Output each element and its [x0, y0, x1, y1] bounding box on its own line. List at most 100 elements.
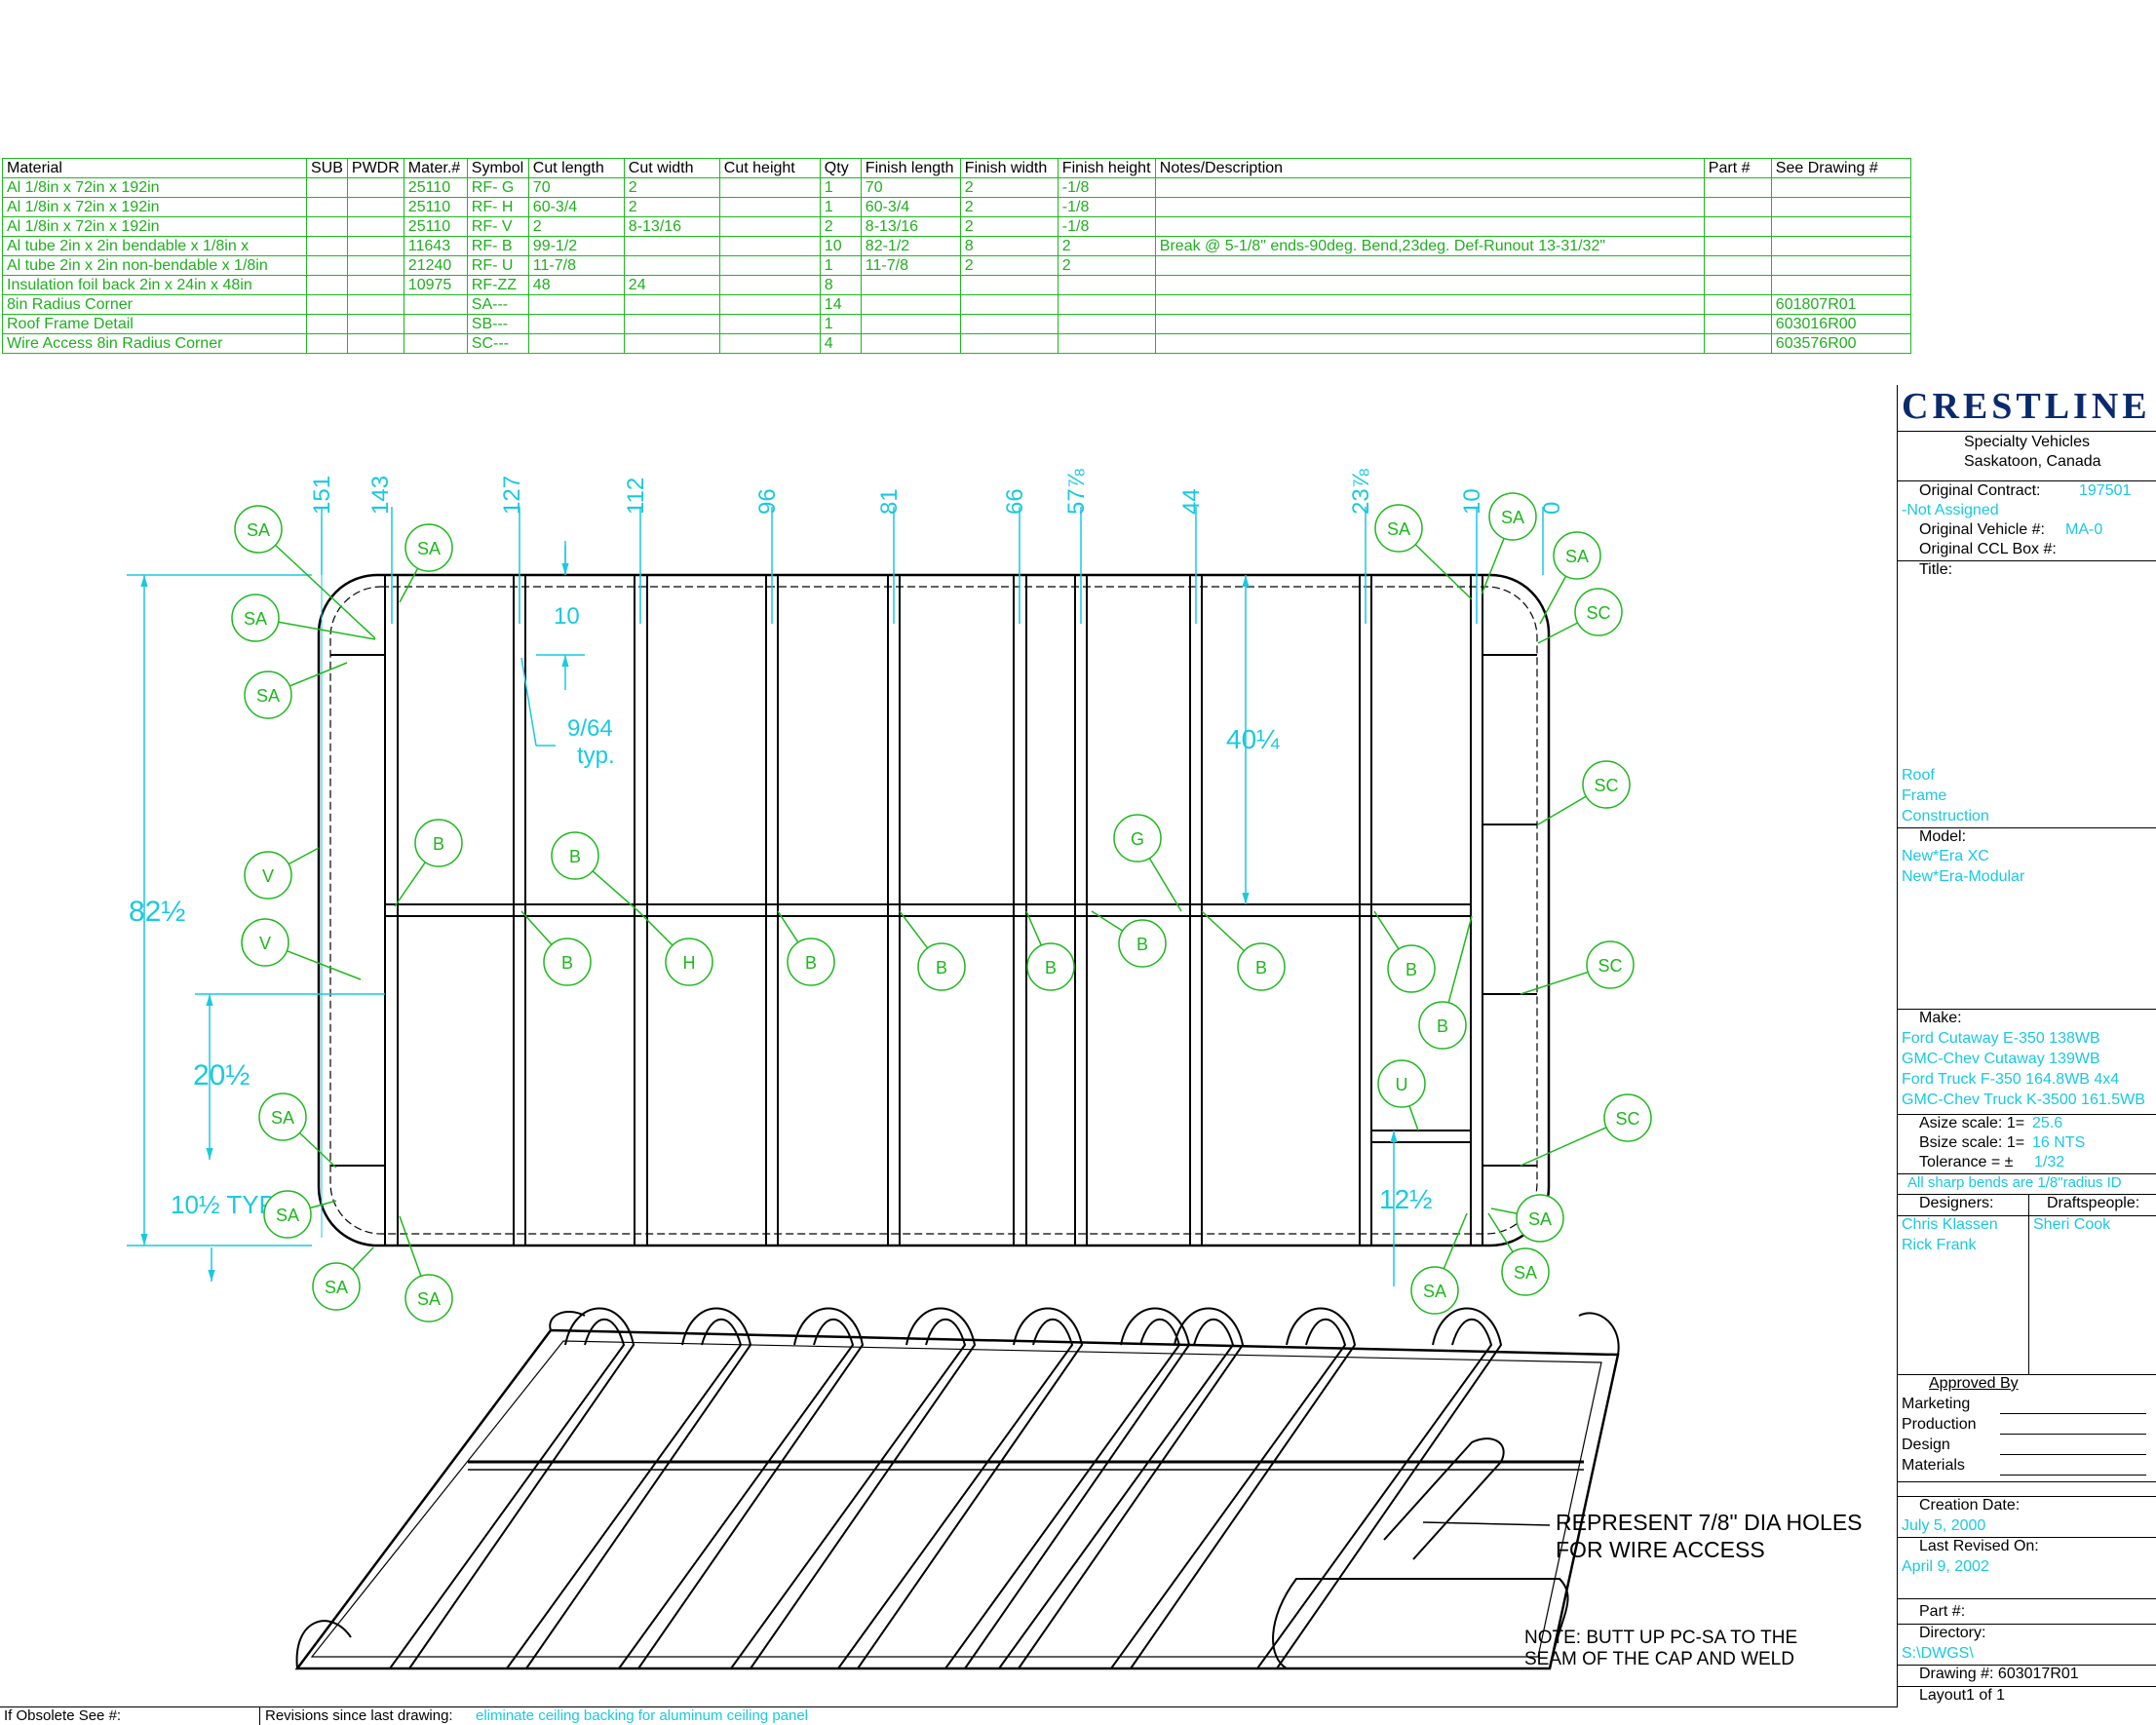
- callout-label: SC: [1615, 1109, 1639, 1129]
- callout-b: B: [1201, 910, 1286, 991]
- bom-cell: Al 1/8in x 72in x 192in: [2, 216, 307, 237]
- company-line1: Specialty Vehicles: [1964, 434, 2090, 450]
- bom-cell: 11-7/8: [527, 255, 625, 276]
- callout-label: B: [805, 953, 817, 973]
- make-label: Make:: [1919, 1010, 1962, 1026]
- callout-sa: SA: [258, 1092, 337, 1169]
- dim-9-64: 9/64: [567, 715, 613, 742]
- iso-ribs: [295, 1307, 1620, 1669]
- bottom-bar: If Obsolete See #: Revisions since last …: [0, 1706, 1897, 1725]
- asize-value: 25.6: [2032, 1115, 2063, 1131]
- company-line2: Saskatoon, Canada: [1964, 453, 2101, 470]
- dim-82-1-2: 82½: [129, 896, 185, 928]
- callout-sa: SA: [263, 1190, 337, 1239]
- bom-cell: 70: [860, 177, 961, 198]
- original-contract-label: Original Contract:: [1919, 482, 2041, 499]
- drawing-notes: REPRESENT 7/8" DIA HOLES FOR WIRE ACCESS…: [1524, 1510, 1863, 1669]
- callout-sa: SA: [1410, 1212, 1468, 1315]
- bottom-divider: [259, 1707, 260, 1725]
- draftspeople-label: Draftspeople:: [2047, 1195, 2140, 1211]
- bom-cell: Wire Access 8in Radius Corner: [2, 333, 307, 354]
- bom-cell: 603016R00: [1770, 314, 1911, 334]
- creation-date-label: Creation Date:: [1919, 1497, 2021, 1514]
- callout-label: B: [936, 958, 947, 978]
- sign-line: [2000, 1475, 2146, 1476]
- make-line3: Ford Truck F-350 164.8WB 4x4: [1902, 1071, 2120, 1088]
- last-revised-label: Last Revised On:: [1919, 1538, 2039, 1554]
- callout-label: SA: [417, 539, 441, 558]
- tb-divider: [1898, 1665, 2156, 1666]
- callout-label: B: [1437, 1016, 1448, 1036]
- callout-b: B: [1025, 910, 1075, 991]
- note-holes-line2: FOR WIRE ACCESS: [1556, 1537, 1765, 1562]
- callout-label: SA: [1528, 1209, 1552, 1229]
- callout-label: H: [683, 953, 696, 973]
- bom-header-symbol: Symbol: [466, 158, 529, 178]
- revisions-label: Revisions since last drawing:: [265, 1707, 453, 1724]
- tb-divider: [1898, 1537, 2156, 1538]
- bom-cell: RF- G: [466, 177, 529, 198]
- callout-sa: SA: [1539, 531, 1601, 625]
- callout-sc: SC: [1537, 588, 1623, 644]
- bom-cell: 603576R00: [1770, 333, 1911, 354]
- bom-cell: 10: [819, 236, 862, 256]
- tolerance-label: Tolerance = ±: [1919, 1154, 2014, 1170]
- callout-label: SA: [1501, 508, 1524, 527]
- designer-1: Chris Klassen: [1902, 1216, 1998, 1233]
- bom-cell: SC---: [466, 333, 529, 354]
- title-block: CRESTLINE Specialty Vehicles Saskatoon, …: [1897, 385, 2156, 1707]
- dim-151: 151: [309, 476, 335, 515]
- tb-divider: [1898, 1624, 2156, 1625]
- obsolete-label: If Obsolete See #:: [4, 1707, 122, 1724]
- bom-cell: Al tube 2in x 2in bendable x 1/8in x: [2, 236, 307, 256]
- callout-label: SA: [325, 1278, 348, 1297]
- make-line4: GMC-Chev Truck K-3500 161.5WB: [1902, 1092, 2145, 1108]
- bsize-label: Bsize scale: 1=: [1919, 1134, 2025, 1151]
- frame-outer: [317, 573, 1551, 1247]
- callout-label: SA: [244, 609, 267, 629]
- callout-b: B: [1373, 910, 1436, 993]
- tb-divider: [1898, 1215, 2156, 1216]
- callout-b: B: [520, 910, 592, 986]
- tb-divider: [1898, 480, 2156, 481]
- callout-sa: SA: [312, 1246, 374, 1311]
- tolerance-value: 1/32: [2034, 1154, 2065, 1170]
- callout-sa: SA: [234, 505, 376, 639]
- callout-label: SA: [256, 686, 280, 706]
- callout-sa: SA: [1487, 1212, 1550, 1296]
- bom-cell: Al 1/8in x 72in x 192in: [2, 177, 307, 198]
- title-label: Title:: [1919, 561, 1953, 578]
- bom-cell: 24: [623, 275, 720, 295]
- callout-b: B: [1418, 915, 1473, 1050]
- dim-127: 127: [499, 476, 525, 515]
- dim-20-1-2: 20½: [193, 1059, 250, 1092]
- bends-note: All sharp bends are 1/8"radius ID: [1907, 1174, 2122, 1191]
- approval-production: Production: [1902, 1416, 1977, 1433]
- callout-b: B: [394, 819, 463, 907]
- frame-ribs: [330, 575, 1537, 1246]
- approval-materials: Materials: [1902, 1457, 1965, 1474]
- bom-cell: 60-3/4: [860, 197, 961, 217]
- callout-label: SA: [1423, 1282, 1446, 1301]
- bill-of-materials-table: Material SUB PWDR Mater.# Symbol Cut len…: [2, 158, 1911, 354]
- drawing-canvas: 151 143 127 112 96 81 66 57⅞ 44 23⅞ 10 0…: [127, 468, 1863, 1670]
- callout-sa: SA: [1374, 504, 1473, 600]
- note-holes-line1: REPRESENT 7/8" DIA HOLES: [1556, 1510, 1863, 1535]
- approval-marketing: Marketing: [1902, 1396, 1971, 1412]
- crestline-logo: CRESTLINE: [1902, 386, 2151, 427]
- bom-header-finish-length: Finish length: [860, 158, 961, 178]
- bsize-value: 16 NTS: [2032, 1134, 2086, 1151]
- dim-12-1-2: 12½: [1379, 1184, 1433, 1214]
- approved-by: Approved By: [1929, 1375, 2019, 1392]
- callout-g: G: [1113, 814, 1182, 912]
- callout-label: U: [1396, 1075, 1408, 1094]
- draftsperson-1: Sheri Cook: [2033, 1216, 2111, 1233]
- callout-v: V: [244, 847, 320, 900]
- bom-cell: Insulation foil back 2in x 24in x 48in: [2, 275, 307, 295]
- approval-design: Design: [1902, 1437, 1950, 1453]
- bom-header-notes: Notes/Description: [1154, 158, 1705, 178]
- bom-header-cut-length: Cut length: [527, 158, 625, 178]
- callout-h: H: [637, 910, 713, 986]
